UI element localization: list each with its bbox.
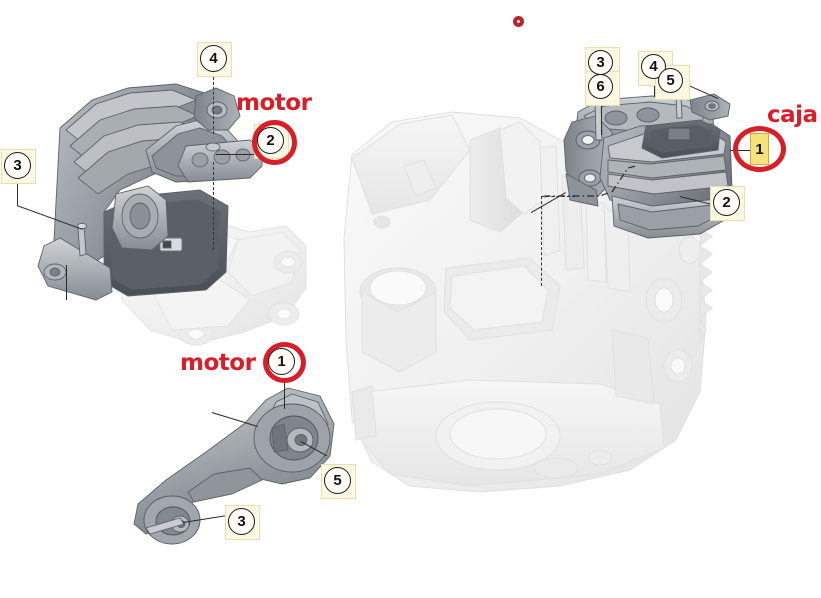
callout-top-4-label: 4 <box>209 50 218 67</box>
label-caja: caja <box>767 102 818 128</box>
leader-caja-6 <box>601 101 602 135</box>
engine-mount-assembly <box>37 83 263 301</box>
label-motor-top: motor <box>236 90 312 116</box>
callout-caja-6[interactable]: 6 <box>588 74 613 99</box>
leader-4-lower <box>213 162 214 250</box>
red-ring-motor-1 <box>263 342 306 383</box>
callout-motor-1[interactable]: 1 <box>268 348 295 375</box>
callout-caja-1-gold[interactable]: 1 <box>750 133 769 165</box>
callout-caja-5[interactable]: 5 <box>658 68 683 93</box>
leader-motor-2 <box>216 154 258 155</box>
callout-caja-1-label: 1 <box>755 140 764 158</box>
callout-top-4[interactable]: 4 <box>200 45 227 72</box>
transmission-mount <box>563 91 733 239</box>
callout-caja-5-label: 5 <box>666 72 675 89</box>
callout-motor-2-label: 2 <box>266 132 275 149</box>
label-motor-bottom: motor <box>180 350 256 376</box>
leader-motor-1 <box>284 381 285 409</box>
red-dot-marker <box>513 16 524 27</box>
callout-strut-5-label: 5 <box>333 472 342 489</box>
callout-caja-6-label: 6 <box>596 78 605 95</box>
callout-motor-1-label: 1 <box>277 353 286 370</box>
callout-caja-2-label: 2 <box>722 194 731 211</box>
callout-caja-3-label: 3 <box>596 54 605 71</box>
callout-caja-4-label: 4 <box>649 58 658 75</box>
leader-caja-to-housing-h <box>541 196 575 197</box>
callout-caja-3[interactable]: 3 <box>588 50 613 75</box>
leader-caja-4 <box>654 81 655 97</box>
red-ring-motor-2 <box>252 120 297 165</box>
callout-strut-3[interactable]: 3 <box>228 508 255 535</box>
callout-strut-5[interactable]: 5 <box>324 467 351 494</box>
leader-4-upper <box>213 72 214 134</box>
callout-left-3-label: 3 <box>13 157 22 174</box>
callout-strut-3-label: 3 <box>237 513 246 530</box>
callout-motor-2[interactable]: 2 <box>257 127 284 154</box>
leader-caja-to-housing-v <box>541 196 542 286</box>
callout-caja-4[interactable]: 4 <box>641 54 666 79</box>
red-ring-caja-1 <box>733 126 786 172</box>
callout-caja-2[interactable]: 2 <box>713 189 740 216</box>
callout-left-3[interactable]: 3 <box>4 152 31 179</box>
tick-motor-foot <box>66 265 67 300</box>
leader-left-3-vert <box>17 179 18 205</box>
torque-strut <box>133 387 335 545</box>
